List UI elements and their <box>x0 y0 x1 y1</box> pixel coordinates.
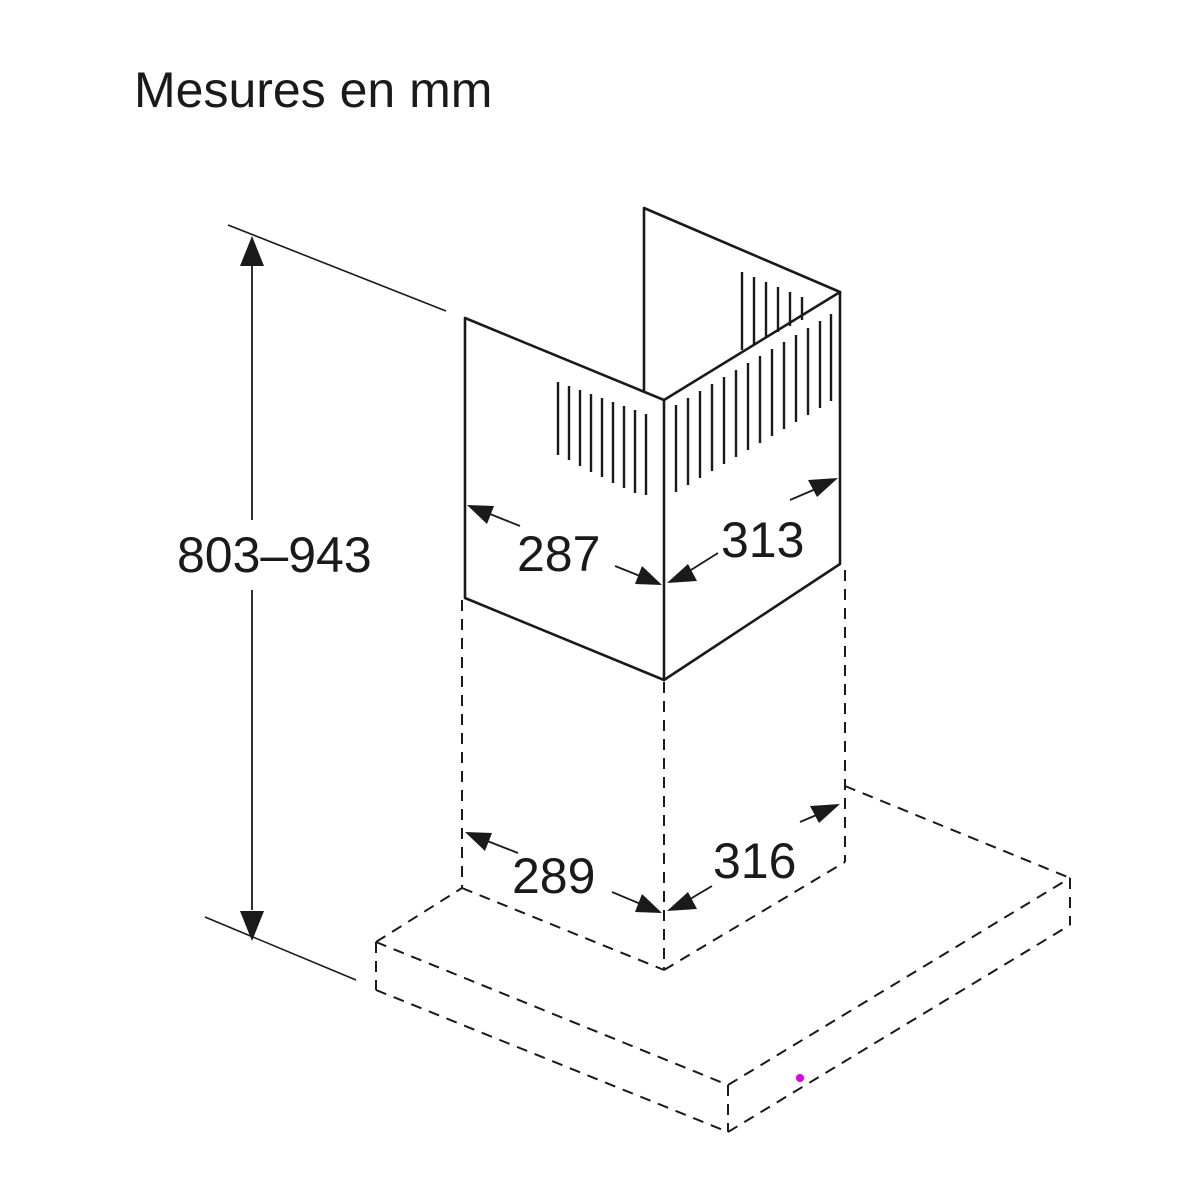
upper-right-panel <box>662 290 842 682</box>
height-extension-line-bottom <box>204 916 357 981</box>
upper-depth-label: 313 <box>721 512 804 568</box>
upper-right-arrow-end <box>808 478 838 497</box>
upper-right-arrow-start <box>667 564 697 583</box>
lower-left-arrow-end <box>635 894 662 913</box>
lower-width-label: 289 <box>512 848 595 904</box>
upper-back-panel-edge <box>642 206 842 392</box>
upper-width-dimension: 287 <box>467 505 662 585</box>
height-dimension: 803–943 <box>177 224 447 981</box>
lower-right-arrow-end <box>810 804 840 823</box>
drawing-title: Mesures en mm <box>134 62 492 118</box>
upper-left-panel <box>463 316 666 682</box>
upper-left-arrow-start <box>467 505 494 524</box>
height-extension-line-top <box>227 224 447 312</box>
marker-dot <box>796 1074 804 1082</box>
lower-left-arrow-start <box>465 832 492 851</box>
lower-depth-label: 316 <box>713 833 796 889</box>
lower-depth-dimension: 316 <box>667 804 840 911</box>
lower-width-dimension: 289 <box>465 832 662 913</box>
upper-left-arrow-end <box>635 566 662 585</box>
upper-depth-dimension: 313 <box>667 478 838 583</box>
height-arrow-bottom <box>240 911 264 941</box>
upper-chimney-section <box>463 206 842 682</box>
lower-right-arrow-start <box>667 892 697 911</box>
height-label: 803–943 <box>177 527 372 583</box>
left-panel-vent-slots <box>556 382 648 495</box>
height-arrow-top <box>240 236 264 266</box>
lower-chimney-section <box>461 570 846 971</box>
right-panel-vent-slots <box>674 272 833 492</box>
upper-width-label: 287 <box>517 526 600 582</box>
hood-canopy <box>375 785 1071 1133</box>
